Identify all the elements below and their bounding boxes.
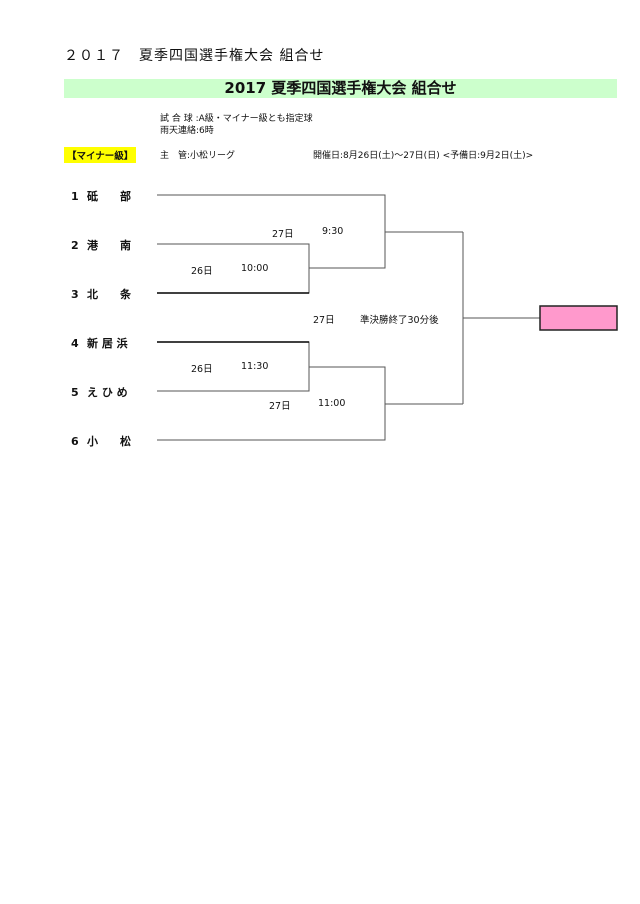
team-name: 砥 部: [87, 190, 131, 203]
team-num: 1: [71, 190, 79, 203]
final-time: 準決勝終了30分後: [360, 315, 439, 326]
semi2-day: 27日: [269, 401, 291, 412]
division-label: 【マイナー級】: [64, 147, 137, 163]
team-2: 2 港 南: [71, 237, 143, 253]
rain-info: 雨天連絡:6時: [160, 126, 214, 136]
champion-box: [539, 305, 618, 331]
organizer: 主 管:小松リーグ: [160, 151, 236, 161]
semi2-time: 11:00: [318, 398, 346, 409]
team-3: 3 北 条: [71, 286, 143, 302]
m1-day: 26日: [191, 266, 213, 277]
line-team-2: [157, 243, 310, 294]
team-num: 3: [71, 288, 79, 301]
event-dates: 開催日:8月26日(土)～27日(日) <予備日:9月2日(土)>: [313, 151, 534, 161]
semi1-day: 27日: [272, 229, 294, 240]
team-name: 北 条: [87, 288, 131, 301]
title-banner: 2017 夏季四国選手権大会 組合せ: [64, 79, 617, 98]
page-title: ２０１７ 夏季四国選手権大会 組合せ: [64, 48, 325, 64]
team-name: 新 居 浜: [87, 337, 128, 350]
m2-day: 26日: [191, 364, 213, 375]
ball-info: 試 合 球 :A級・マイナー級とも指定球: [160, 114, 313, 124]
team-name: 小 松: [87, 435, 131, 448]
team-name: 港 南: [87, 239, 131, 252]
team-num: 4: [71, 337, 79, 350]
line-team-1: [157, 194, 386, 269]
final-day: 27日: [313, 315, 335, 326]
m2-time: 11:30: [241, 361, 269, 372]
m1-time: 10:00: [241, 263, 269, 274]
team-4: 4 新 居 浜: [71, 335, 143, 351]
team-num: 6: [71, 435, 79, 448]
team-6: 6 小 松: [71, 433, 143, 449]
team-num: 5: [71, 386, 79, 399]
team-5: 5 え ひ め: [71, 384, 143, 400]
line-final: [462, 232, 540, 404]
line-team-4: [157, 341, 310, 392]
team-1: 1 砥 部: [71, 188, 143, 204]
semi1-time: 9:30: [322, 226, 344, 237]
team-num: 2: [71, 239, 79, 252]
team-name: え ひ め: [87, 386, 128, 399]
banner-title: 2017 夏季四国選手権大会 組合せ: [224, 79, 457, 97]
